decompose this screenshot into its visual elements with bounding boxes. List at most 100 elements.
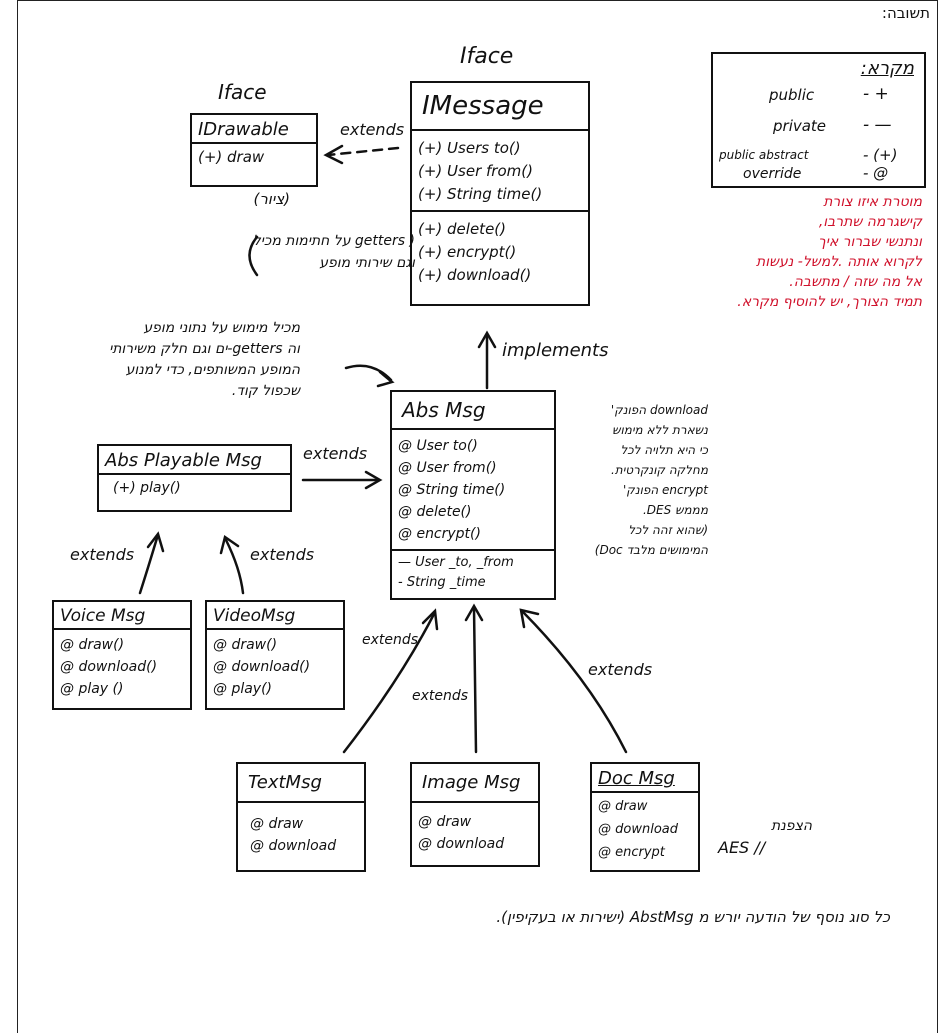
absmsg-method: @ encrypt() (398, 526, 481, 542)
idrawable-box: IDrawable (+) draw (190, 113, 318, 187)
absmsg-method: @ User from() (398, 460, 497, 476)
absmsg-method: @ delete() (398, 504, 472, 520)
instance-note-line: מכיל מימוש על נתוני מופע (143, 320, 300, 336)
bottom-note: כל סוג נוסף של הודעה יורש מ AbstMsg (ישי… (496, 908, 890, 926)
getters-note: ( getters על חתימות מכיל וגם שירותי מופע (252, 230, 415, 274)
image-methods: @ draw @ download (412, 803, 538, 859)
instance-note-line: שכפול קוד. (231, 383, 300, 399)
red-note-line: תמיד הצורך, יש להוסיף מקרא. (737, 294, 922, 310)
absmsg-fields: — User _to, _from - String _time (392, 551, 554, 597)
instance-note: מכיל מימוש על נתוני מופע וה getters-ים ו… (40, 318, 300, 402)
absmsg-method: @ String time() (398, 482, 506, 498)
image-method: @ download (418, 836, 505, 852)
getters-note-line: ( getters על חתימות מכיל (252, 233, 415, 249)
video-method: @ download() (213, 659, 311, 675)
video-methods: @ draw() @ download() @ play() (207, 630, 343, 704)
absmsg-field: — User _to, _from (398, 555, 514, 570)
text-extends-arrowhead (421, 608, 439, 631)
video-extends-arrow (224, 538, 245, 595)
voice-method: @ play () (60, 681, 124, 697)
imessage-method: (+) User from() (418, 162, 533, 180)
image-title: Image Msg (412, 764, 538, 803)
aes-note-line: AES // (718, 838, 766, 857)
extends-dashed-arrow (326, 146, 400, 157)
playable-extends-arrowhead (364, 470, 383, 490)
absplayable-method: (+) play() (113, 480, 181, 496)
text-title: TextMsg (238, 764, 364, 803)
image-method: @ draw (418, 814, 472, 830)
voice-methods: @ draw() @ download() @ play () (54, 630, 190, 704)
video-title: VideoMsg (207, 602, 343, 630)
doc-methods: @ draw @ download @ encrypt (592, 793, 698, 868)
voice-extends-arrowhead (146, 531, 165, 553)
download-note-line: מחלקה קונקרטית. (610, 463, 708, 477)
download-note-line: מממש DES. (642, 503, 708, 517)
legend-row-name: private (773, 117, 827, 135)
legend-row-name: public abstract (719, 148, 809, 162)
idrawable-methods: (+) draw (192, 144, 316, 171)
text-methods: @ draw @ download (238, 803, 364, 861)
text-method: @ download (250, 838, 337, 854)
legend-title: מקרא: (860, 58, 914, 79)
implements-arrowhead (477, 330, 497, 349)
absplayable-box: Abs Playable Msg (+) play() (97, 444, 292, 512)
image-extends-arrowhead (464, 603, 484, 622)
getters-brace-left (248, 235, 259, 277)
legend-box: מקרא: public - + private - — public abst… (711, 52, 926, 188)
aes-note-line: הצפנת (770, 818, 812, 834)
voice-extends-arrow (138, 536, 159, 595)
download-note-line: (שהוא זהה לכל (628, 523, 708, 537)
imessage-method: (+) Users to() (418, 139, 521, 157)
absmsg-box: Abs Msg @ User to() @ User from() @ Stri… (390, 390, 556, 600)
legend-row-name: public (769, 86, 815, 104)
red-note-line: לקרוא אותה .למשל- נעשות (756, 254, 922, 270)
text-extends-arrow (342, 612, 436, 754)
imessage-title: IMessage (412, 83, 588, 131)
extends-label-drawable: extends (340, 120, 405, 139)
red-note-line: קישגרמה שתרבו, (818, 214, 922, 230)
download-note: download הפונק' נשארת ללא מימוש כי היא ת… (540, 400, 708, 560)
doc-extends-arrow (521, 610, 628, 754)
absplayable-title: Abs Playable Msg (99, 446, 290, 475)
video-method: @ draw() (213, 637, 278, 653)
voice-method: @ download() (60, 659, 158, 675)
absmsg-method: @ User to() (398, 438, 478, 454)
note-pointer (344, 364, 393, 382)
doc-method: @ draw (598, 799, 648, 814)
instance-note-line: המופע המשותפים, כדי למנוע (125, 362, 300, 378)
voice-method: @ draw() (60, 637, 125, 653)
extends-label-doc: extends (588, 660, 653, 679)
voice-title: Voice Msg (54, 602, 190, 630)
download-note-line: download הפונק' (610, 403, 708, 417)
imessage-group-2: (+) delete() (+) encrypt() (+) download(… (412, 212, 588, 291)
doc-extends-arrowhead (519, 608, 540, 629)
legend-row-name: override (743, 166, 802, 182)
video-box: VideoMsg @ draw() @ download() @ play() (205, 600, 345, 710)
absplayable-methods: (+) play() (99, 475, 290, 502)
imessage-group-1: (+) Users to() (+) User from() (+) Strin… (412, 131, 588, 212)
absmsg-title: Abs Msg (392, 392, 554, 430)
extends-label-image: extends (412, 688, 469, 704)
doc-title: Doc Msg (592, 764, 698, 793)
extends-dashed-arrowhead (323, 144, 344, 165)
extends-label-text: extends (362, 632, 419, 648)
extends-label-video: extends (250, 545, 315, 564)
text-box: TextMsg @ draw @ download (236, 762, 366, 872)
text-method: @ draw (250, 816, 304, 832)
nikud-note: (ציור) (253, 190, 290, 208)
legend-red-note: מוטרת איזו צורת קישגרמה שתרבו, ונתנשי שב… (660, 192, 922, 312)
iface-label-top: Iface (460, 44, 514, 69)
doc-box: Doc Msg @ draw @ download @ encrypt (590, 762, 700, 872)
red-note-line: אל מה שזה / מתשבה. (789, 274, 922, 290)
idrawable-method: (+) draw (198, 148, 265, 166)
red-note-line: מוטרת איזו צורת (823, 194, 922, 210)
legend-row-symbol: - — (863, 115, 892, 135)
imessage-method: (+) download() (418, 266, 532, 284)
absmsg-methods: @ User to() @ User from() @ String time(… (392, 430, 554, 551)
extends-label-playable: extends (303, 444, 368, 463)
idrawable-title: IDrawable (192, 115, 316, 144)
legend-row-symbol: - (+) (863, 146, 898, 164)
video-method: @ play() (213, 681, 273, 697)
red-note-line: ונתנשי שברור איך (818, 234, 922, 250)
